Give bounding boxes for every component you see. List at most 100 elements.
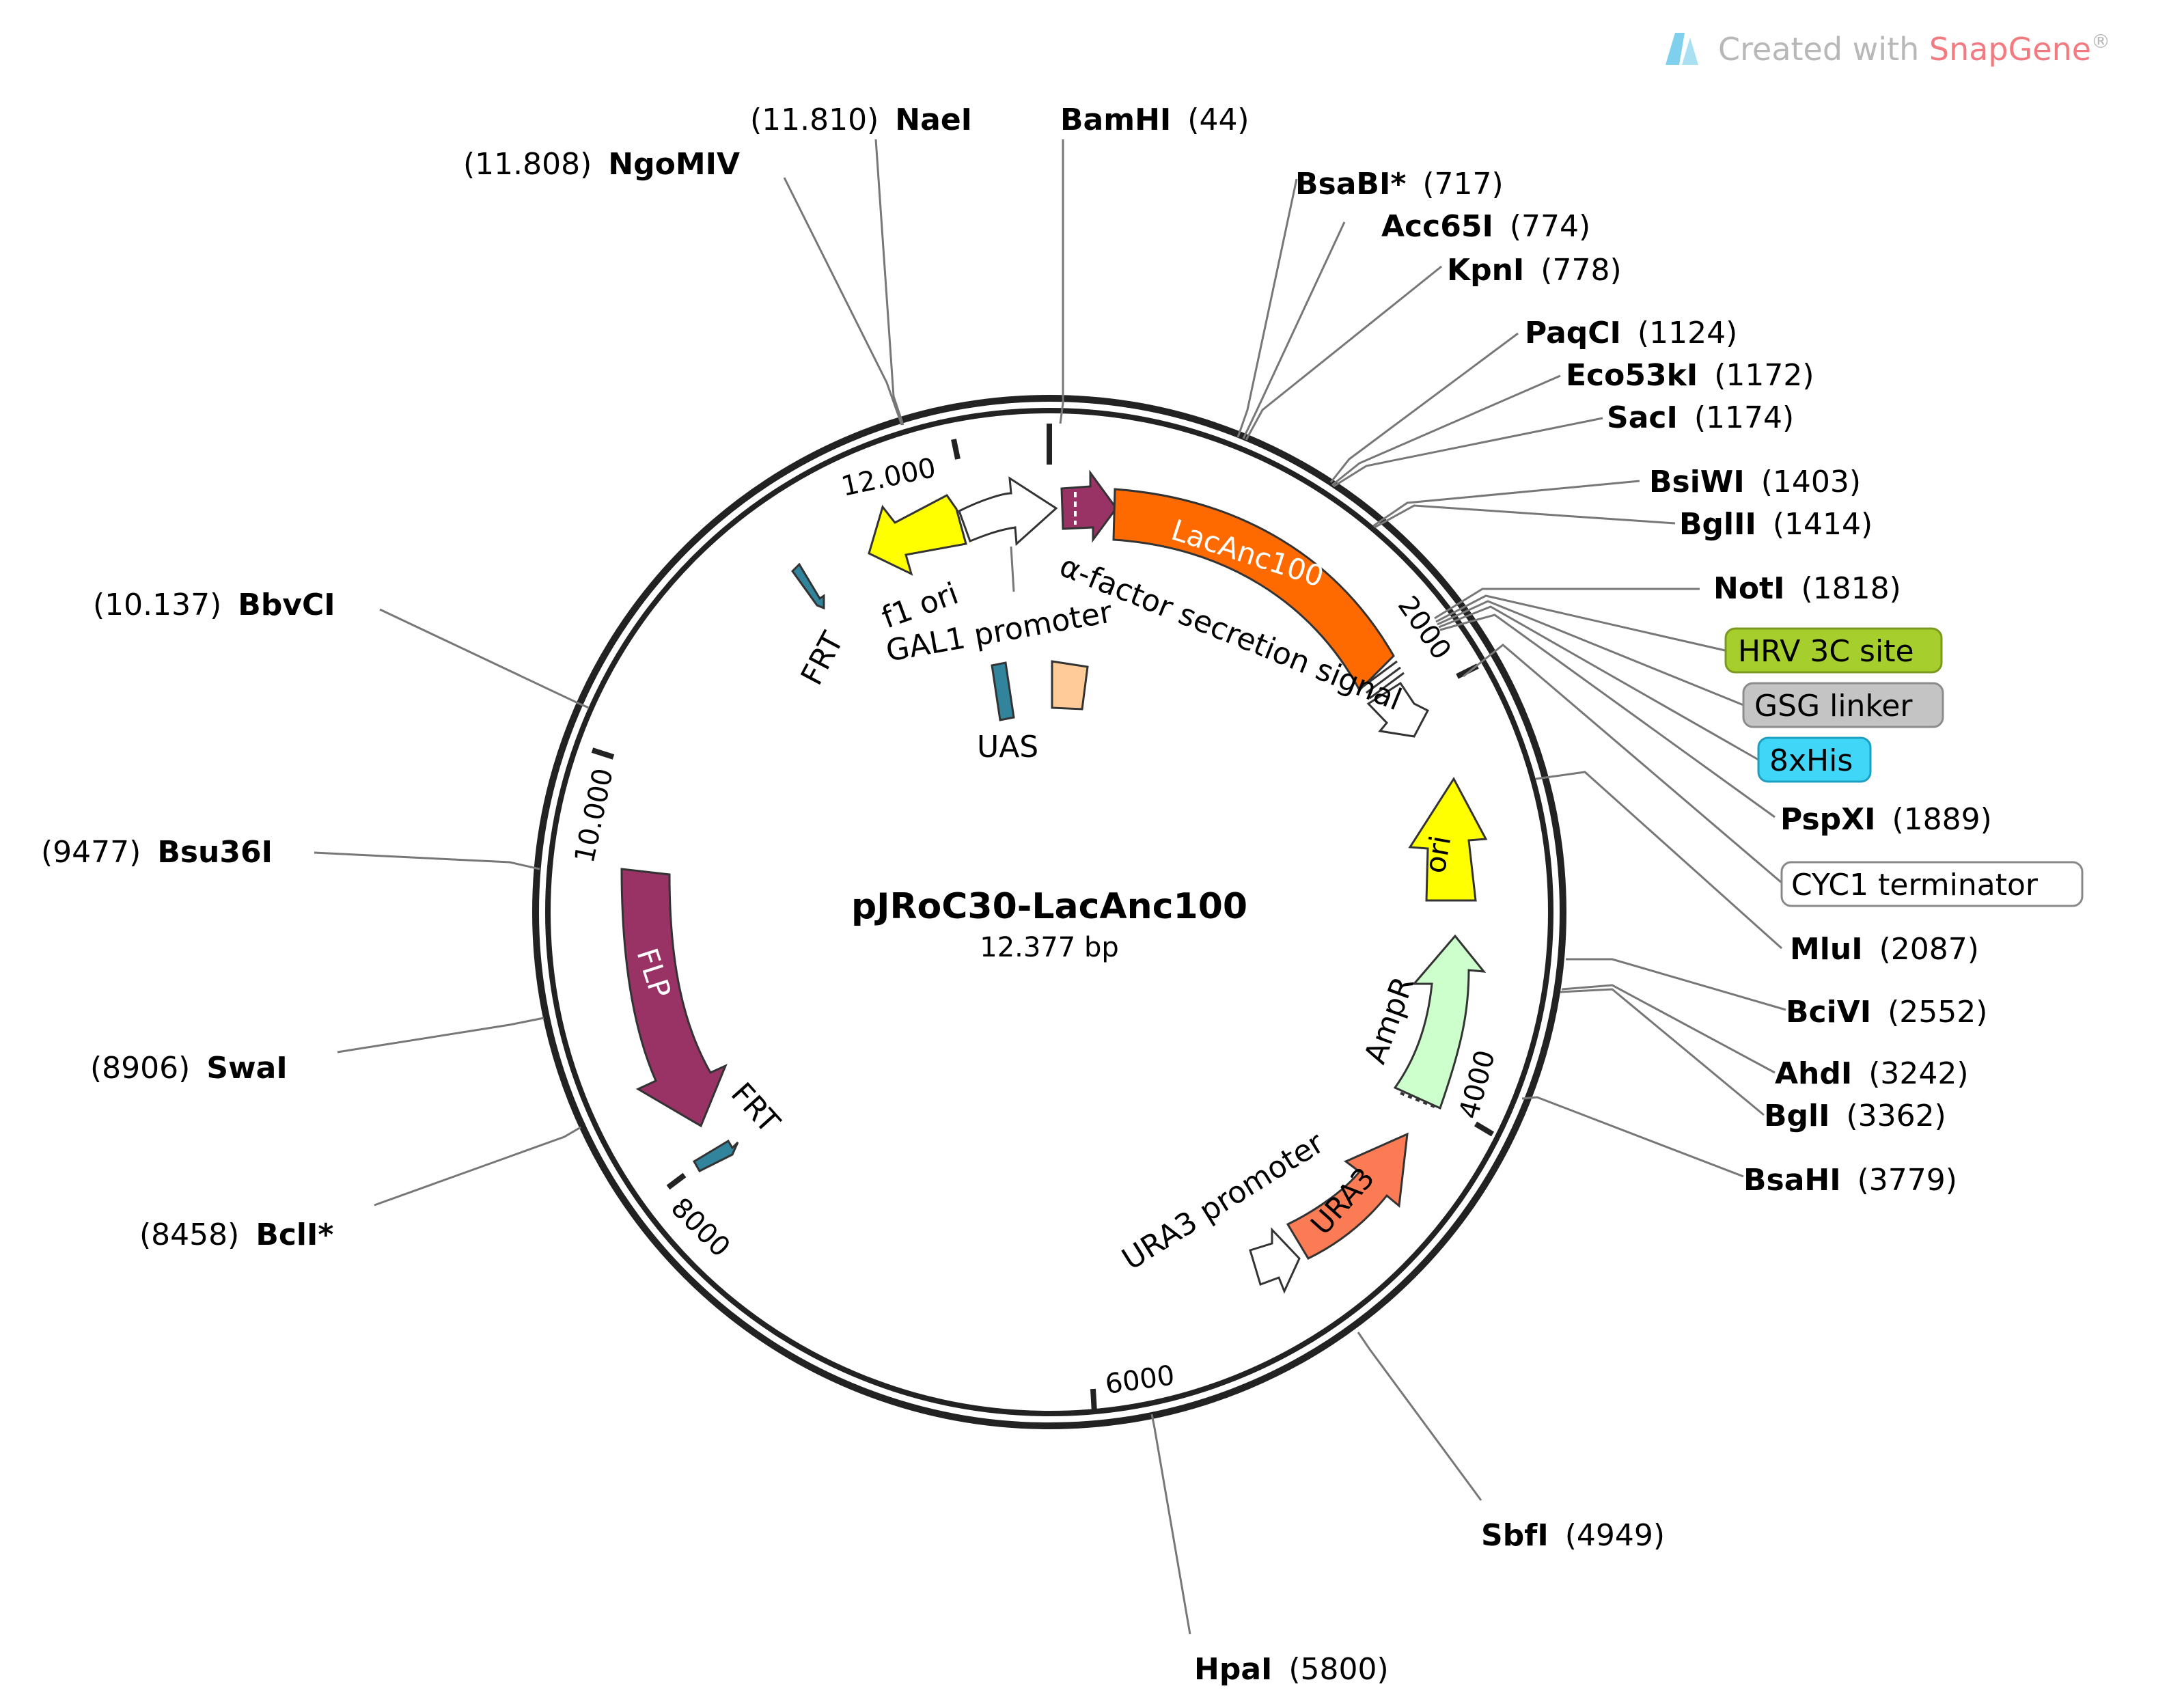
site-ahdi-name: AhdI	[1775, 1056, 1852, 1091]
feature-uas-box2[interactable]	[1051, 660, 1089, 711]
feature-lacanc100-arrow[interactable]	[1112, 488, 1395, 692]
site-ahdi[interactable]: AhdI(3242)	[1775, 1056, 1969, 1091]
site-bsiwi[interactable]: BsiWI(1403)	[1649, 465, 1861, 499]
leader-gsg	[1437, 600, 1744, 706]
watermark-suffix: ®	[2091, 30, 2110, 53]
feature-ura3-promoter-arrow[interactable]	[1249, 1227, 1301, 1294]
leader-bsu36i	[314, 851, 540, 870]
pill-cyc1-bg	[1780, 861, 2084, 907]
feature-flp-arrow[interactable]	[620, 868, 728, 1128]
leader-bsabi	[1237, 178, 1298, 438]
watermark-brand: SnapGene	[1929, 31, 2091, 68]
site-kpni-pos: (778)	[1541, 253, 1621, 288]
site-saci-pos: (1174)	[1694, 400, 1794, 435]
leader-hrv	[1435, 594, 1726, 652]
site-kpni[interactable]: KpnI(778)	[1447, 253, 1622, 288]
site-bbvci-pos: (10.137)	[93, 588, 221, 622]
pill-hrv-label: HRV 3C site	[1738, 634, 1914, 669]
leader-bbvci	[379, 608, 590, 709]
site-bamhi-pos: (44)	[1187, 102, 1249, 137]
pill-gsg-linker[interactable]: GSG linker	[1742, 682, 1944, 728]
site-hpai[interactable]: HpaI (5800)	[1194, 1652, 1389, 1687]
site-naei-pos: (11.810)	[750, 102, 879, 137]
pill-gsg-label: GSG linker	[1754, 689, 1913, 724]
watermark-prefix: Created with	[1718, 31, 1929, 68]
site-hpai-pos: (5800)	[1288, 1652, 1388, 1687]
feature-ampr-label: AmpR	[1357, 972, 1421, 1069]
site-hpai-name: HpaI	[1194, 1652, 1272, 1687]
feature-his-tag-arrow[interactable]	[1366, 681, 1430, 738]
site-bsabi[interactable]: BsaBI*(717)	[1295, 167, 1504, 202]
feature-ori-label: ori	[1418, 833, 1458, 875]
feature-uas-box[interactable]	[991, 661, 1015, 721]
site-sbfi-pos: (4949)	[1565, 1518, 1665, 1553]
site-bcivi[interactable]: BciVI(2552)	[1786, 995, 1987, 1030]
site-bglii[interactable]: BglII(1414)	[1679, 507, 1873, 542]
leader-bamhi	[1059, 139, 1064, 424]
leader-8xhis	[1438, 605, 1759, 761]
feature-ampr-arrow[interactable]	[1393, 934, 1487, 1110]
pill-8xhis[interactable]: 8xHis	[1757, 736, 1872, 783]
site-acc65i[interactable]: Acc65I(774)	[1381, 209, 1590, 244]
tick-label-10000: 10.000	[569, 766, 620, 866]
pill-hrv-3c-site[interactable]: HRV 3C site	[1724, 627, 1943, 674]
site-bcli-pos: (8458)	[139, 1217, 239, 1252]
leader-naei	[874, 139, 904, 426]
feature-frt-upper-label: FRT	[795, 626, 851, 691]
site-bsahi-name: BsaHI	[1743, 1163, 1841, 1198]
site-eco53ki[interactable]: Eco53kI(1172)	[1566, 358, 1814, 393]
feature-uas-label: UAS	[977, 730, 1038, 765]
tick-label-6000: 6000	[1103, 1360, 1176, 1401]
site-bcivi-pos: (2552)	[1888, 995, 1987, 1030]
pill-8xhis-bg	[1757, 736, 1872, 783]
site-paqci[interactable]: PaqCI(1124)	[1525, 316, 1737, 350]
feature-frt-upper-arrow[interactable]	[791, 562, 825, 610]
site-bgli[interactable]: BglI(3362)	[1764, 1099, 1946, 1133]
site-pspxi[interactable]: PspXI(1889)	[1780, 802, 1992, 837]
tick-12000	[951, 439, 961, 460]
leader-mlui	[1535, 771, 1783, 950]
feature-ori-arrow[interactable]	[1408, 777, 1488, 902]
site-bamhi[interactable]: BamHI (44)	[1060, 102, 1249, 137]
feature-frt-lower-arrow[interactable]	[692, 1139, 739, 1172]
site-swai-name: SwaI	[206, 1051, 287, 1086]
feature-frt-lower-label: FRT	[724, 1076, 786, 1140]
feature-gal1-promoter-arrow[interactable]	[958, 476, 1058, 547]
leader-noti	[1434, 588, 1700, 620]
leader-sbfi	[1357, 1332, 1482, 1501]
site-bbvci[interactable]: (10.137)BbvCI	[93, 588, 335, 622]
site-ngomiv[interactable]: (11.808)NgoMIV	[463, 147, 740, 182]
site-eco53ki-name: Eco53kI	[1566, 358, 1698, 393]
site-mlui[interactable]: MluI(2087)	[1790, 932, 1979, 967]
site-bsiwi-pos: (1403)	[1761, 465, 1861, 499]
feature-ura3-arrow[interactable]	[1286, 1132, 1409, 1260]
leader-acc65i	[1242, 221, 1346, 439]
plasmid-name: pJRoC30-LacAnc100	[851, 886, 1247, 927]
site-acc65i-name: Acc65I	[1381, 209, 1493, 244]
site-swai[interactable]: (8906)SwaI	[90, 1051, 288, 1086]
site-naei[interactable]: (11.810)NaeI	[750, 102, 972, 137]
svg-text:Created with SnapGene®: Created with SnapGene®	[1718, 30, 2110, 68]
site-sbfi-name: SbfI	[1481, 1518, 1549, 1553]
leader-hpai	[1150, 1414, 1191, 1635]
site-mlui-pos: (2087)	[1879, 932, 1979, 967]
snapgene-watermark: Created with SnapGene®	[1666, 30, 2110, 68]
site-sbfi[interactable]: SbfI (4949)	[1481, 1518, 1665, 1553]
site-saci[interactable]: SacI(1174)	[1607, 400, 1794, 435]
leader-cyc1	[1463, 644, 1782, 884]
site-bsu36i[interactable]: (9477)Bsu36I	[41, 835, 273, 870]
site-bsahi[interactable]: BsaHI(3779)	[1743, 1163, 1957, 1198]
site-bsabi-pos: (717)	[1422, 167, 1503, 202]
tick-label-8000: 8000	[665, 1192, 736, 1264]
feature-f1-ori-arrow[interactable]	[868, 494, 967, 576]
pill-cyc1-terminator[interactable]: CYC1 terminator	[1780, 861, 2084, 907]
site-bsu36i-pos: (9477)	[41, 835, 141, 870]
feature-alpha-factor-arrow[interactable]	[1060, 469, 1118, 543]
leader-swai	[337, 1017, 544, 1053]
site-bcli[interactable]: (8458)BclI*	[139, 1217, 333, 1252]
site-noti[interactable]: NotI(1818)	[1713, 571, 1901, 606]
pill-8xhis-label: 8xHis	[1769, 743, 1853, 778]
site-bamhi-name: BamHI	[1060, 102, 1171, 137]
site-noti-name: NotI	[1713, 571, 1784, 606]
